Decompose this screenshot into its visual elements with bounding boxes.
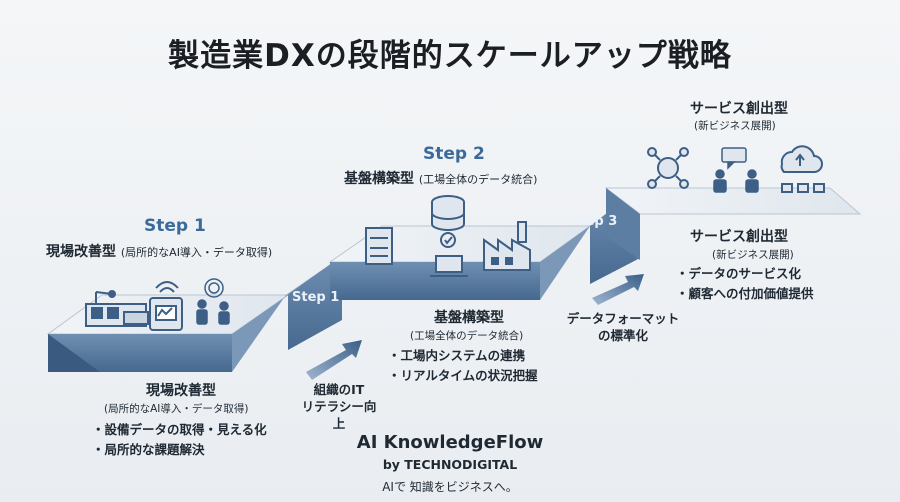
step3-bullets: データのサービス化 顧客への付加価値提供	[676, 264, 814, 304]
cloud-icon	[780, 145, 825, 193]
page-title: 製造業DXの段階的スケールアップ戦略	[168, 38, 732, 74]
brand-name: AI KnowledgeFlow	[356, 432, 544, 453]
sync-icon	[440, 232, 456, 248]
step2-lower-sub: (工場全体のデータ統合)	[410, 330, 524, 342]
stair-step1-side	[48, 334, 100, 372]
stair-riser-1-face	[288, 256, 342, 350]
factory-icon	[483, 221, 531, 271]
step2-heading: 基盤構築型 (工場全体のデータ統合)	[344, 168, 537, 188]
progress-arrow-2	[592, 274, 644, 305]
brand-tagline: AIで 知識をビジネスへ。	[382, 480, 518, 494]
step3-heading: サービス創出型	[690, 101, 788, 117]
stair-step2-front	[330, 262, 540, 300]
step2-label: Step 2	[423, 144, 485, 164]
server-icon	[365, 227, 393, 265]
step1-label: Step 1	[144, 216, 206, 236]
step2-heading-paren: (工場全体のデータ統合)	[418, 173, 538, 186]
step1-heading-main: 現場改善型	[46, 244, 116, 260]
step1-bullets: 設備データの取得・見える化 局所的な課題解決	[92, 420, 267, 460]
step3-lower-heading: サービス創出型	[690, 229, 788, 245]
step1-heading-paren: (局所的なAI導入・データ取得)	[120, 246, 273, 259]
step2-bullets: 工場内システムの連携 リアルタイムの状況把握	[388, 346, 538, 386]
arrow2-line1: データフォーマット	[566, 311, 680, 326]
brand-by: by TECHNODIGITAL	[382, 457, 518, 472]
step1-lower-heading: 現場改善型	[146, 383, 216, 399]
arrow1-caption: 組織のIT リテラシー向上	[296, 381, 382, 432]
arrow1-line2: リテラシー向上	[301, 399, 377, 431]
list-item: 局所的な課題解決	[92, 440, 267, 460]
stair-step1-label: Step 1	[292, 290, 340, 305]
arrow2-caption: データフォーマット の標準化	[562, 310, 684, 344]
progress-arrow-1	[306, 340, 362, 380]
database-icon	[431, 195, 465, 231]
step2-heading-main: 基盤構築型	[344, 171, 414, 187]
step1-heading: 現場改善型 (局所的なAI導入・データ取得)	[46, 241, 272, 261]
meeting-icon	[713, 147, 759, 193]
arrow1-line1: 組織のIT	[313, 382, 365, 397]
list-item: データのサービス化	[676, 264, 814, 284]
iot-sensor-icon	[149, 281, 183, 331]
workers-icon	[196, 278, 230, 325]
list-item: 設備データの取得・見える化	[92, 420, 267, 440]
stair-step1-front	[48, 334, 232, 372]
stair-step3-label: Step 3	[570, 214, 618, 229]
list-item: 顧客への付加価値提供	[676, 284, 814, 304]
step2-lower-heading: 基盤構築型	[434, 310, 504, 326]
laptop-icon	[430, 255, 468, 277]
list-item: リアルタイムの状況把握	[388, 366, 538, 386]
list-item: 工場内システムの連携	[388, 346, 538, 366]
network-icon	[647, 147, 689, 189]
arrow2-line2: の標準化	[597, 328, 648, 343]
step1-lower-sub: (局所的なAI導入・データ取得)	[104, 403, 249, 415]
step3-heading-sub: (新ビジネス展開)	[694, 120, 776, 132]
step3-lower-sub: (新ビジネス展開)	[712, 249, 794, 261]
robot-arm-icon	[85, 290, 149, 327]
stair-step3-front	[606, 188, 640, 260]
